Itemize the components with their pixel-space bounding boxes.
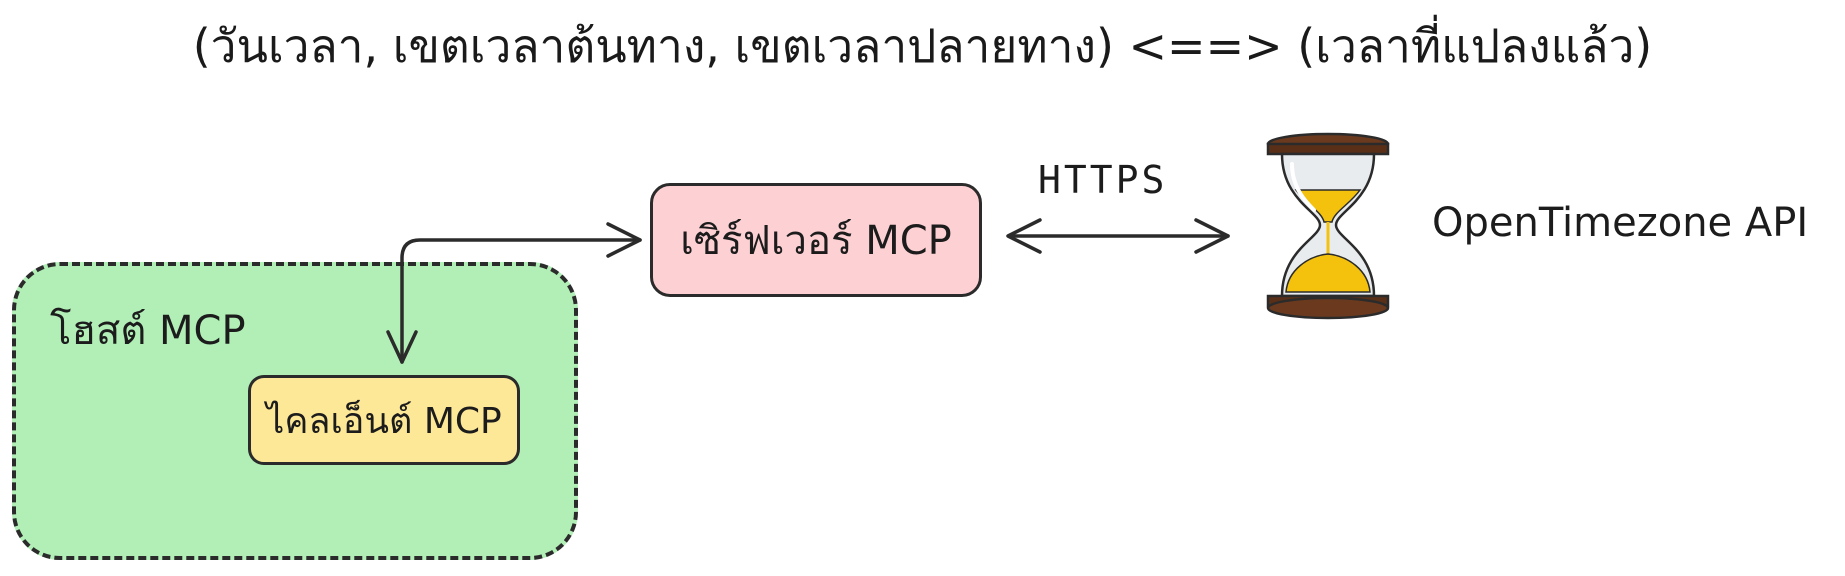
server-label: เซิร์ฟเวอร์ MCP xyxy=(680,218,952,264)
https-arrow xyxy=(1006,218,1230,254)
api-label: OpenTimezone API xyxy=(1432,200,1809,246)
client-label: ไคลเอ็นต์ MCP xyxy=(266,400,502,442)
host-label: โฮสต์ MCP xyxy=(50,308,246,354)
client-server-arrow xyxy=(386,222,642,364)
hourglass-icon xyxy=(1266,132,1390,320)
server-node: เซิร์ฟเวอร์ MCP xyxy=(650,183,982,297)
diagram-title: (วันเวลา, เขตเวลาต้นทาง, เขตเวลาปลายทาง)… xyxy=(192,19,1653,73)
https-label: HTTPS xyxy=(1038,158,1168,202)
client-node: ไคลเอ็นต์ MCP xyxy=(248,375,520,465)
